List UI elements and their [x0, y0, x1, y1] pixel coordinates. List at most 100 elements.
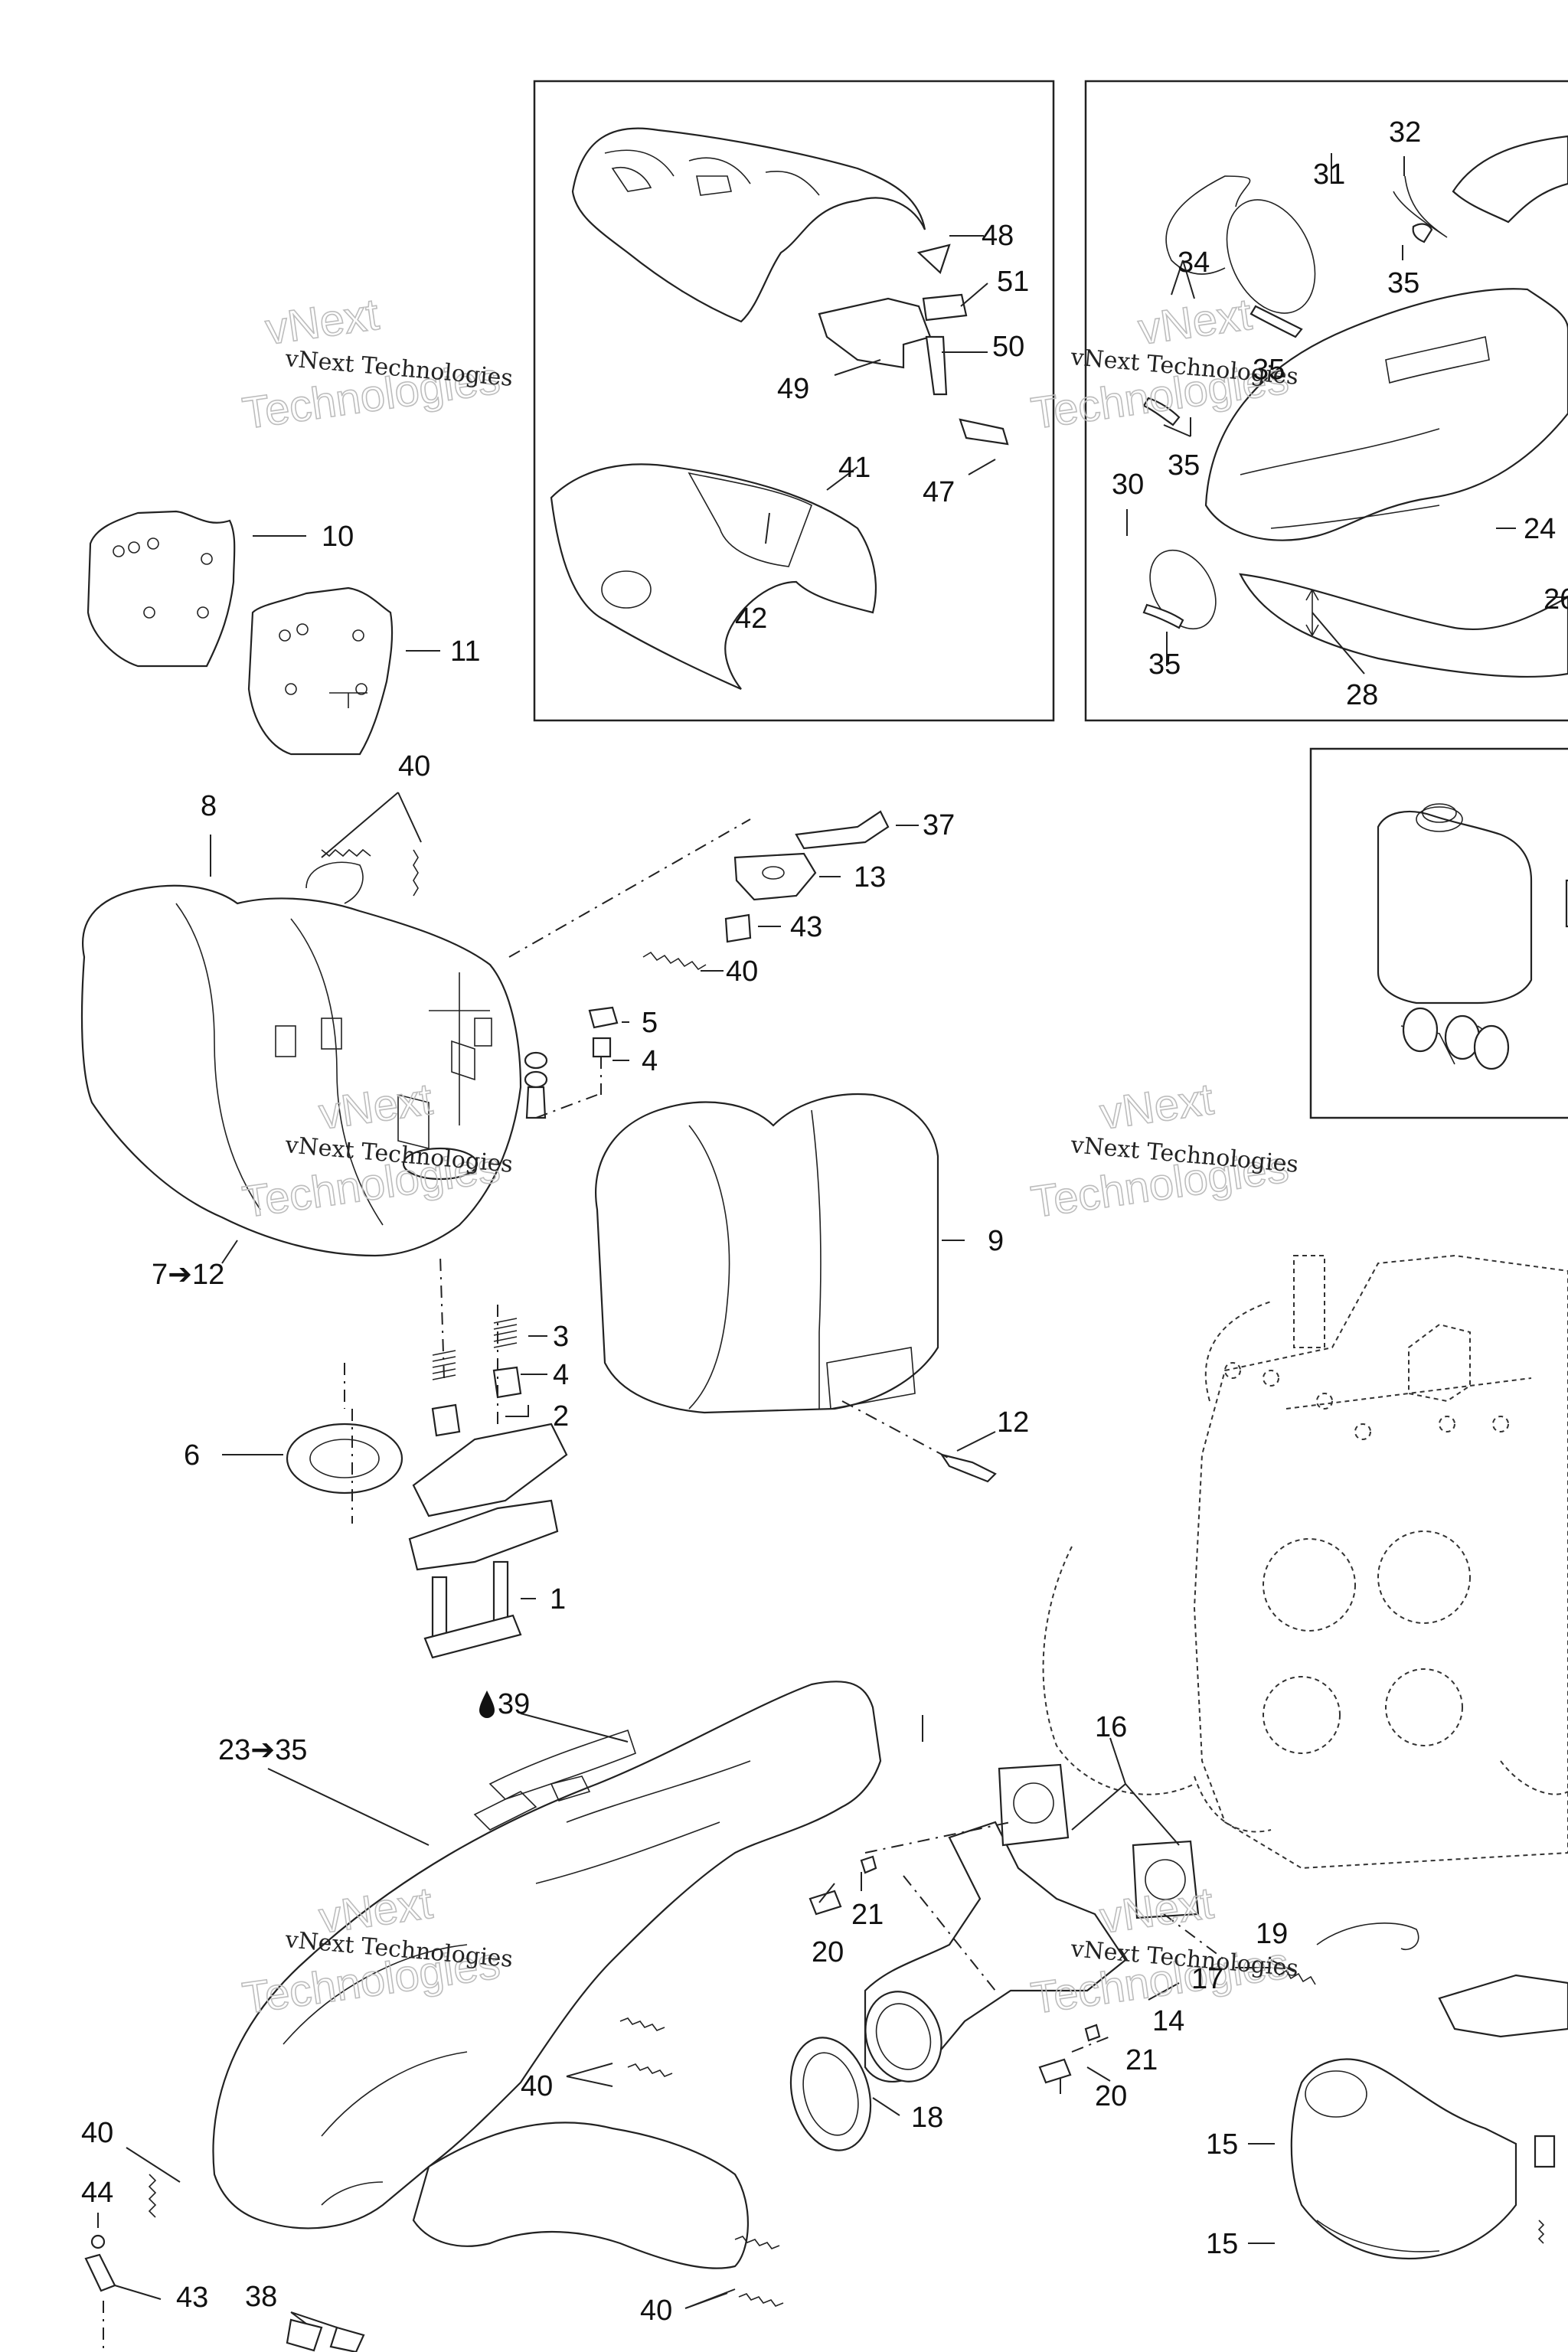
callout-49: 49 — [777, 373, 809, 405]
callout-35: 35 — [1148, 648, 1181, 681]
callout-21: 21 — [851, 1899, 884, 1931]
callout-41: 41 — [838, 452, 871, 484]
lower-body-panel — [550, 463, 877, 691]
callout-9: 9 — [988, 1225, 1004, 1257]
callout-43: 43 — [176, 2282, 208, 2314]
inset-box-body-panels — [533, 80, 1055, 722]
rubber-washer-6 — [286, 1423, 403, 1494]
rubber-mount-13 — [733, 852, 817, 901]
callout-4: 4 — [642, 1045, 658, 1077]
callout-44: 44 — [81, 2177, 113, 2209]
tuned-pipe-main — [212, 1681, 882, 2269]
callout-47: 47 — [923, 476, 955, 508]
callout-39: 39 — [498, 1688, 530, 1720]
template-10 — [87, 510, 236, 668]
bolt-12 — [939, 1453, 997, 1483]
callout-14: 14 — [1152, 2005, 1184, 2037]
callout-7-12: 7➔12 — [152, 1259, 224, 1291]
callout-10: 10 — [322, 521, 354, 553]
exhaust-manifold-14 — [864, 1821, 1127, 2083]
callout-12: 12 — [997, 1406, 1029, 1439]
nut-and-washer — [524, 1006, 619, 1119]
callout-20: 20 — [1095, 2080, 1127, 2112]
callout-2: 2 — [553, 1400, 569, 1432]
callout-11: 11 — [450, 635, 480, 668]
tuned-pipe-lower-shell — [1239, 573, 1568, 678]
callout-3: 3 — [553, 1321, 569, 1353]
leader-lines — [97, 153, 1568, 2328]
callout-5: 5 — [642, 1007, 658, 1039]
clamp-17-19 — [1278, 1922, 1568, 2038]
callout-23-35: 23➔35 — [218, 1734, 307, 1766]
coolant-tank — [1377, 803, 1568, 1070]
callout-18: 18 — [911, 2102, 943, 2134]
callout-35: 35 — [1168, 449, 1200, 482]
callout-21: 21 — [1125, 2044, 1158, 2076]
pipe-end-cap — [1452, 135, 1568, 224]
callout-40: 40 — [640, 2295, 672, 2327]
callout-15: 15 — [1206, 2228, 1238, 2260]
muffler-shell-9 — [595, 1093, 939, 1414]
tuned-pipe-upper — [1204, 288, 1568, 541]
clip-43-lower — [84, 2234, 116, 2292]
callout-48: 48 — [982, 220, 1014, 252]
rivets-38 — [286, 2318, 365, 2352]
bolts-20-21 — [808, 1855, 1101, 2084]
callout-40: 40 — [398, 750, 430, 782]
muffler-assembly — [80, 861, 522, 1257]
callout-42: 42 — [735, 603, 767, 635]
watermark-text: vNext — [1135, 289, 1255, 354]
mount-plate-1 — [408, 1423, 568, 1659]
callout-28: 28 — [1346, 679, 1378, 711]
guide-lines — [103, 589, 1319, 2352]
callout-40: 40 — [521, 2070, 553, 2102]
callout-38: 38 — [245, 2281, 277, 2313]
callout-31: 31 — [1313, 158, 1345, 191]
callout-13: 13 — [854, 861, 886, 893]
callout-20: 20 — [812, 1936, 844, 1968]
bracket-37 — [795, 810, 890, 850]
callout-50: 50 — [992, 331, 1024, 363]
callout-1: 1 — [550, 1583, 566, 1615]
small-brackets — [818, 243, 1009, 446]
y-pipe-15 — [1290, 2058, 1556, 2260]
callout-4: 4 — [553, 1359, 569, 1391]
spring-and-bushing — [431, 1318, 522, 1437]
watermark-text: vNext — [1097, 1074, 1217, 1139]
inset-box-tuned-pipe — [1084, 80, 1568, 722]
callout-43: 43 — [790, 911, 822, 943]
callout-34: 34 — [1178, 247, 1210, 279]
oil-drop-icon — [479, 1690, 495, 1718]
callout-35: 35 — [1253, 354, 1285, 386]
callout-19: 19 — [1256, 1918, 1288, 1950]
callout-32: 32 — [1389, 116, 1421, 149]
callout-15: 15 — [1206, 2128, 1238, 2161]
springs-upper — [321, 848, 707, 971]
callout-30: 30 — [1112, 469, 1144, 501]
watermark-text: vNext — [1097, 1878, 1217, 1943]
springs-lower — [148, 2017, 784, 2307]
callout-17: 17 — [1191, 1963, 1223, 1995]
watermark-top-left: vNext Technologies vNext Technologies — [239, 289, 514, 439]
callout-6: 6 — [184, 1439, 200, 1472]
template-11 — [247, 586, 394, 756]
watermark-mid-right: vNext Technologies vNext Technologies — [1027, 1073, 1299, 1228]
callout-8: 8 — [201, 790, 217, 822]
callout-16: 16 — [1095, 1711, 1127, 1743]
callout-labels: 10 11 8 40 37 13 43 40 5 4 9 7➔12 3 4 2 … — [81, 116, 1568, 2327]
clip-43 — [724, 913, 752, 943]
callout-37: 37 — [923, 809, 955, 841]
pipe-clamps — [1142, 175, 1448, 630]
callout-40: 40 — [81, 2117, 113, 2149]
callout-26: 26 — [1544, 583, 1568, 616]
sleeve-18 — [789, 2037, 872, 2151]
callout-35: 35 — [1387, 267, 1419, 299]
callout-24: 24 — [1524, 513, 1556, 545]
callout-40: 40 — [726, 956, 758, 988]
gaskets-16 — [998, 1763, 1200, 1919]
inset-box-coolant-tank — [1309, 747, 1568, 1119]
watermark-text: vNext — [263, 289, 382, 354]
engine-outline — [1042, 1254, 1568, 1870]
upper-body-panel — [571, 127, 926, 323]
